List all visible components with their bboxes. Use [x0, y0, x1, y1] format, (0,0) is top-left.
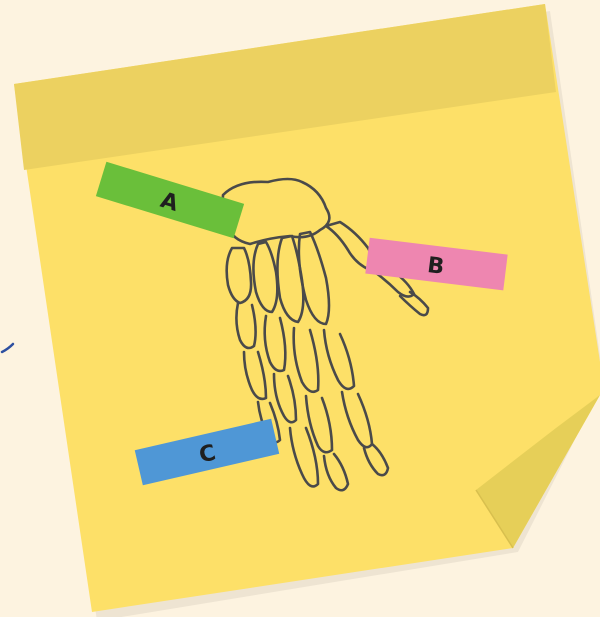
label-b-text: B	[426, 253, 446, 280]
pen-mark	[2, 344, 13, 352]
